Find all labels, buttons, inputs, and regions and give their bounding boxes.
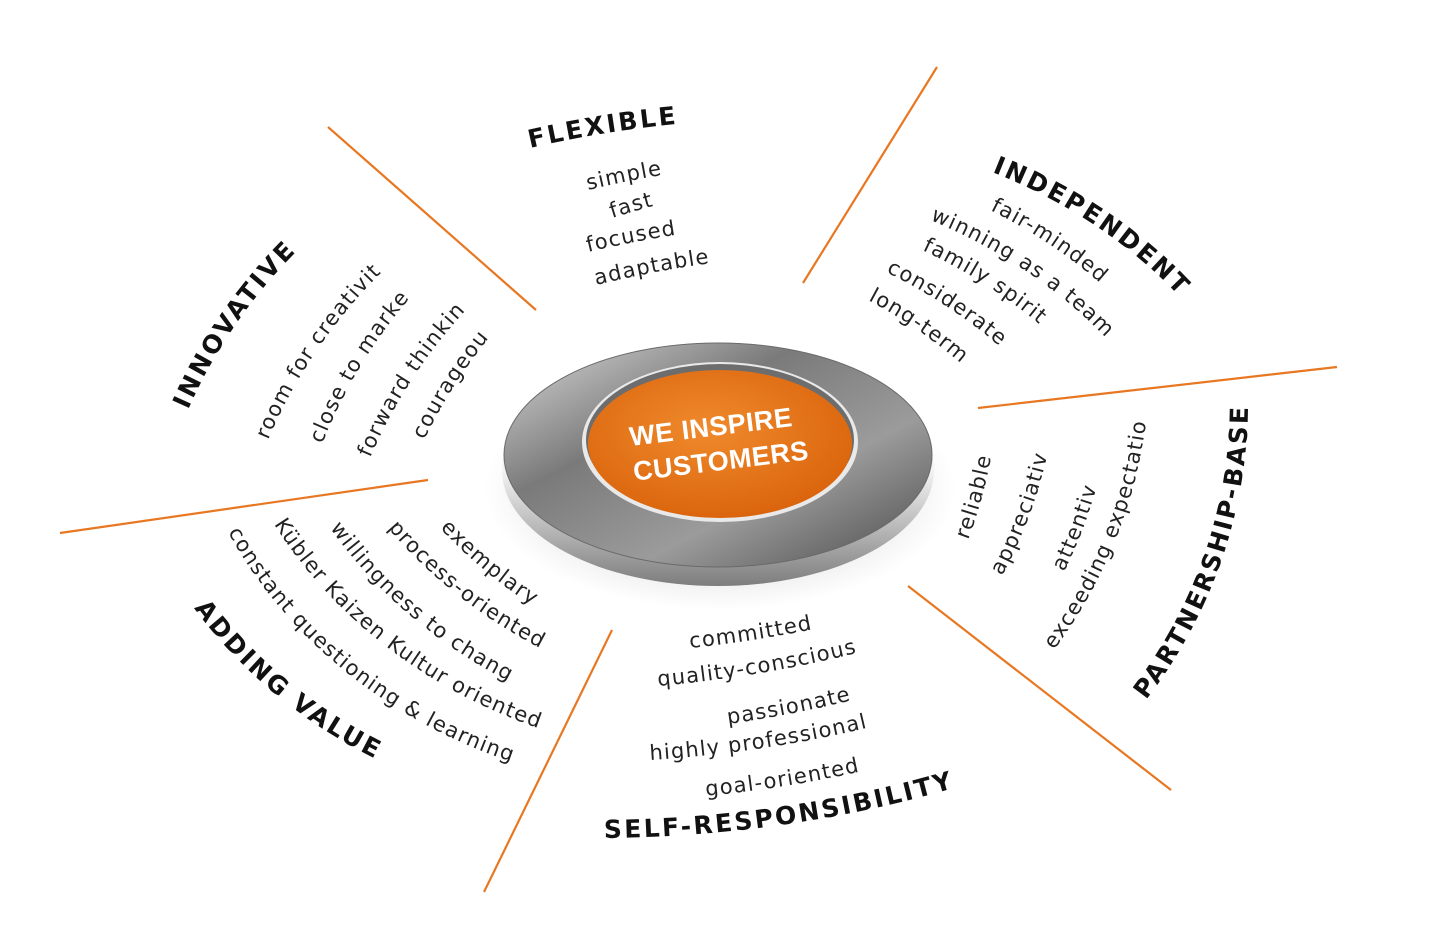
- item-innovative-3: forward thinking: [0, 0, 470, 460]
- center-orange-disc: [588, 370, 852, 518]
- item-flexible-1: simple: [584, 156, 664, 195]
- item-partnership-1: reliable: [950, 452, 996, 542]
- heading-flexible: FLEXIBLE: [525, 101, 679, 154]
- divider-independent-partnership: [977, 365, 1338, 410]
- divider-adding-innovative: [59, 478, 429, 535]
- segment-independent: INDEPENDENT fair-minded winning as a tea…: [866, 151, 1195, 368]
- segment-innovative: INNOVATIVE room for creativity close to …: [0, 0, 492, 460]
- divider-flexible-innovative: [327, 126, 537, 311]
- item-flexible-2: fast: [606, 187, 655, 223]
- divider-flexible-independent: [802, 66, 938, 284]
- segment-flexible: FLEXIBLE simple fast focused adaptable: [525, 101, 710, 290]
- item-self-1: committed: [688, 611, 814, 653]
- item-flexible-3: focused: [584, 216, 678, 257]
- divider-lines: [59, 66, 1338, 893]
- divider-partnership-self: [907, 585, 1172, 791]
- center-ring: WE INSPIRE CUSTOMERS: [484, 342, 956, 610]
- segment-self-responsibility: SELF-RESPONSIBILITY committed quality-co…: [604, 611, 955, 845]
- divider-self-adding: [483, 629, 613, 893]
